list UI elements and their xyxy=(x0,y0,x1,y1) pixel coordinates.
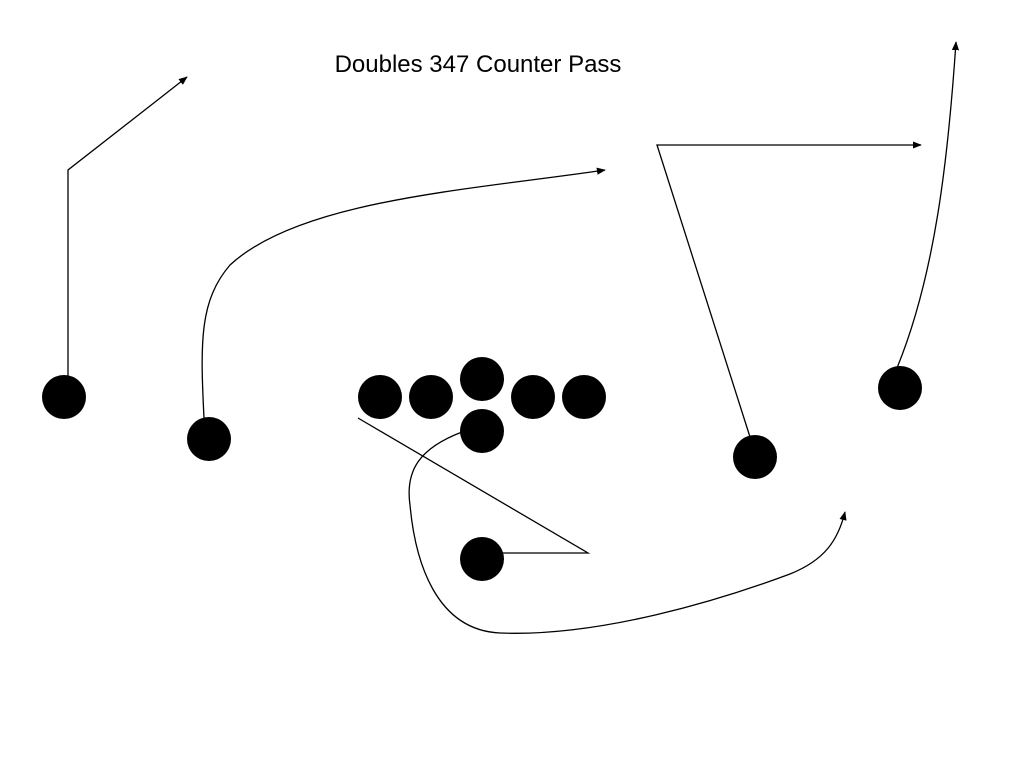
player-right-tackle xyxy=(562,375,606,419)
player-right-wide-receiver xyxy=(878,366,922,410)
route-quarterback-counter-swing xyxy=(408,431,847,634)
player-right-slot-receiver xyxy=(733,435,777,479)
route-running-back-block xyxy=(357,417,591,554)
player-right-guard xyxy=(511,375,555,419)
player-left-tackle xyxy=(358,375,402,419)
player-left-guard xyxy=(409,375,453,419)
route-right-slot-corner-out xyxy=(656,141,922,438)
player-left-slot-receiver xyxy=(187,417,231,461)
play-title: Doubles 347 Counter Pass xyxy=(335,51,622,78)
player-quarterback xyxy=(460,409,504,453)
player-left-wide-receiver xyxy=(42,375,86,419)
route-left-wide-post xyxy=(67,76,188,380)
player-running-back xyxy=(460,537,504,581)
route-left-slot-wheel xyxy=(201,167,606,419)
player-center xyxy=(460,357,504,401)
route-right-wide-fade xyxy=(896,41,960,369)
